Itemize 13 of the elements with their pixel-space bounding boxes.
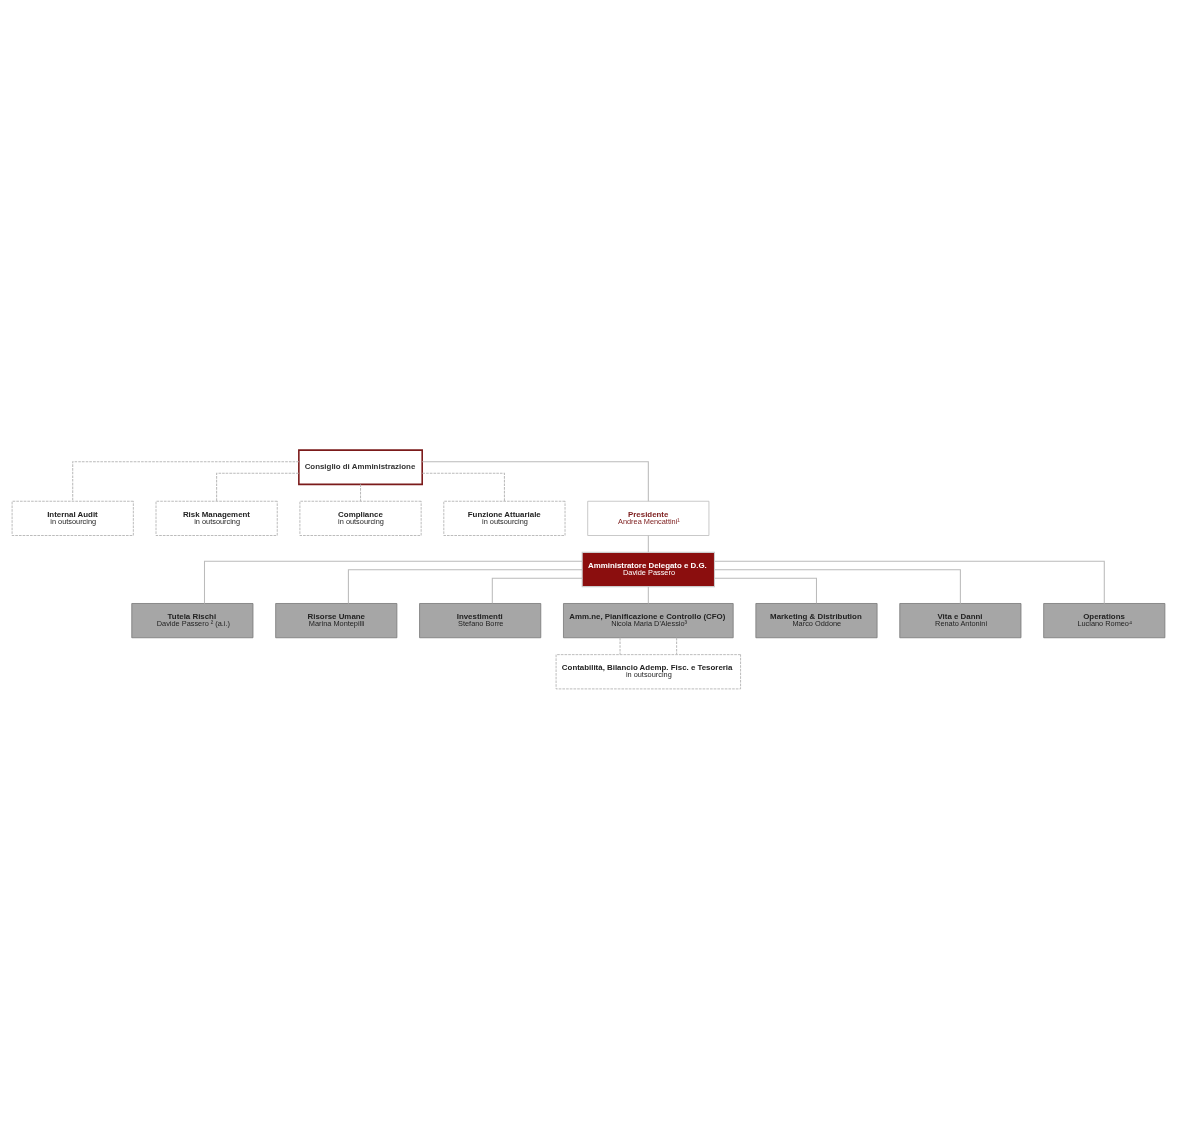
connector — [619, 636, 621, 655]
connector — [714, 577, 817, 604]
connector — [72, 460, 300, 502]
connector — [491, 577, 583, 604]
connector — [347, 568, 583, 604]
connector — [714, 568, 961, 604]
connector — [421, 460, 649, 502]
connector — [203, 560, 583, 604]
connector — [216, 472, 300, 502]
connector — [360, 483, 362, 502]
connector — [421, 472, 505, 502]
connector — [676, 636, 678, 655]
connector — [714, 560, 1105, 604]
